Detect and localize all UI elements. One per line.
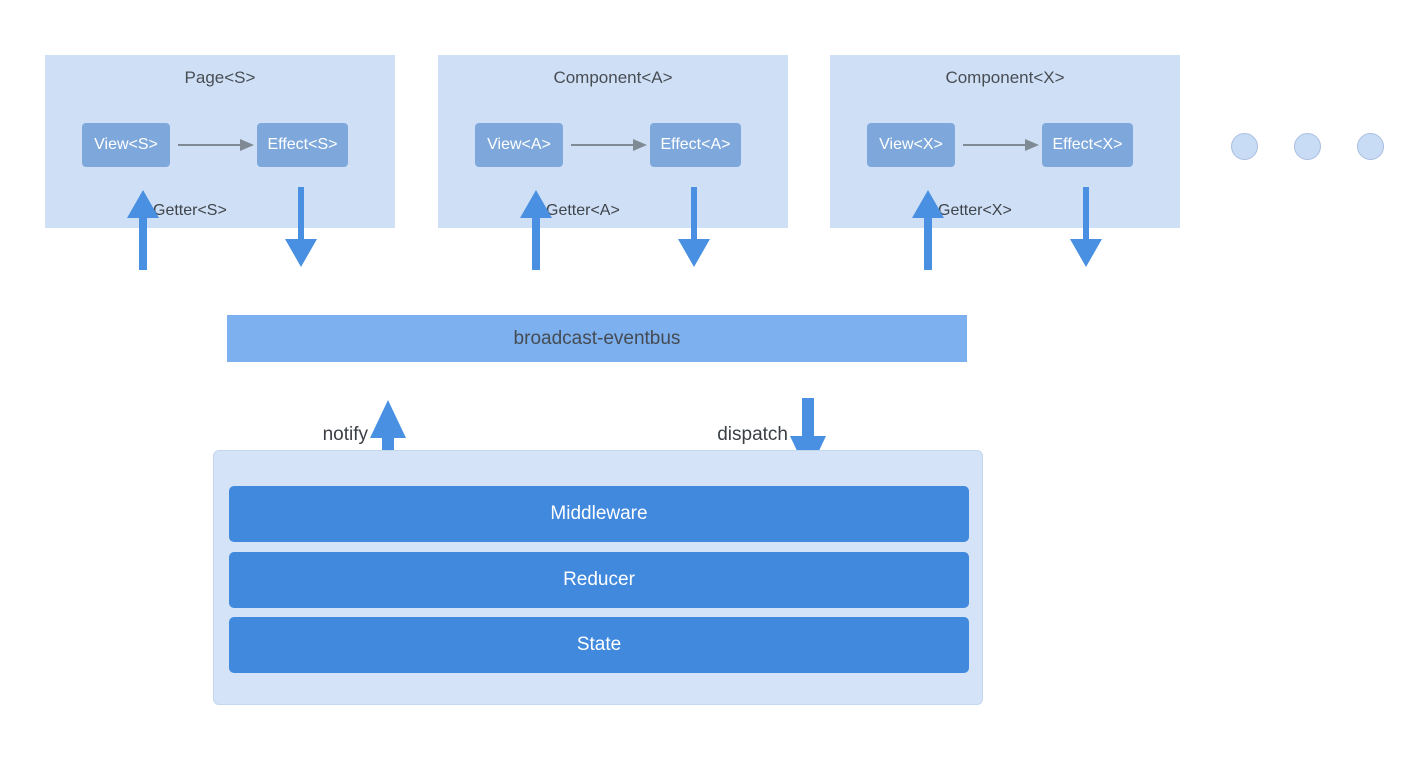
getter-label: Getter<X> bbox=[938, 202, 1012, 219]
unit-page-s: Page<S> View<S> Effect<S> Getter<S> bbox=[45, 55, 395, 270]
store-layer-reducer: Reducer bbox=[229, 552, 969, 608]
view-box: View<S> bbox=[82, 123, 170, 167]
effect-down-arrow-icon bbox=[678, 187, 710, 267]
ellipsis-dot bbox=[1357, 133, 1384, 160]
ellipsis-dot bbox=[1231, 133, 1258, 160]
store-layer-middleware: Middleware bbox=[229, 486, 969, 542]
unit-title: Component<A> bbox=[553, 68, 673, 87]
eventbus-bar: broadcast-eventbus bbox=[227, 315, 967, 362]
unit-component-a: Component<A> View<A> Effect<A> Getter<A> bbox=[438, 55, 788, 270]
getter-label: Getter<S> bbox=[153, 202, 227, 219]
effect-down-arrow-icon bbox=[285, 187, 317, 267]
getter-up-arrow-icon bbox=[520, 190, 552, 270]
notify-up-arrow-icon bbox=[370, 400, 406, 478]
store-layer-state: State bbox=[229, 617, 969, 673]
effect-down-arrow-icon bbox=[1070, 187, 1102, 267]
getter-up-arrow-icon bbox=[912, 190, 944, 270]
view-box: View<A> bbox=[475, 123, 563, 167]
unit-title: Page<S> bbox=[184, 68, 256, 87]
getter-label: Getter<A> bbox=[546, 202, 620, 219]
notify-label: notify bbox=[322, 424, 368, 445]
store-container: Middleware Reducer State bbox=[213, 450, 983, 705]
view-to-effect-arrow-icon bbox=[963, 139, 1039, 151]
view-box: View<X> bbox=[867, 123, 955, 167]
dispatch-label: dispatch bbox=[717, 424, 788, 445]
ellipsis-dot bbox=[1294, 133, 1321, 160]
effect-box: Effect<X> bbox=[1042, 123, 1133, 167]
effect-box: Effect<A> bbox=[650, 123, 741, 167]
unit-component-x: Component<X> View<X> Effect<X> Getter<X> bbox=[830, 55, 1180, 270]
getter-up-arrow-icon bbox=[127, 190, 159, 270]
view-to-effect-arrow-icon bbox=[178, 139, 254, 151]
unit-title: Component<X> bbox=[945, 68, 1065, 87]
effect-box: Effect<S> bbox=[257, 123, 348, 167]
view-to-effect-arrow-icon bbox=[571, 139, 647, 151]
